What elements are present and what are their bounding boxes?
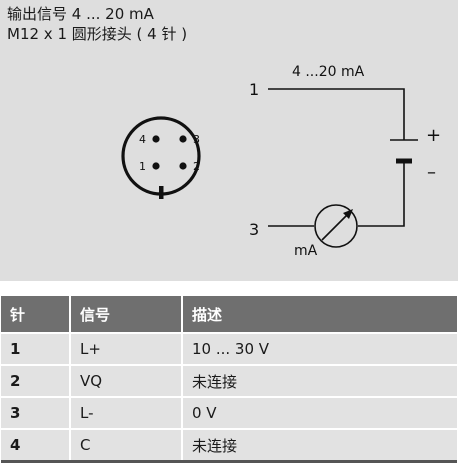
wire-top bbox=[268, 88, 405, 140]
description-cell: 未连接 bbox=[181, 364, 457, 397]
terminal-3-label: 3 bbox=[249, 220, 259, 239]
minus-label: – bbox=[427, 162, 436, 183]
pin-1-label: 1 bbox=[139, 160, 146, 173]
signal-cell: VQ bbox=[69, 364, 182, 397]
description-cell: 0 V bbox=[181, 396, 457, 429]
signal-cell: L+ bbox=[69, 332, 182, 365]
signal-cell: C bbox=[69, 428, 182, 463]
table-row: 3 L- 0 V bbox=[1, 396, 457, 429]
pin-3-label: 3 bbox=[193, 133, 200, 146]
table-header-row: 针 信号 描述 bbox=[1, 296, 457, 333]
table-row: 1 L+ 10 ... 30 V bbox=[1, 332, 457, 365]
meter-unit-label: mA bbox=[294, 243, 318, 259]
plus-label: + bbox=[426, 125, 441, 146]
pin-assignment-table: 针 信号 描述 1 L+ 10 ... 30 V 2 VQ 未连接 3 L- 0… bbox=[1, 296, 457, 463]
pin-2-label: 2 bbox=[193, 160, 200, 173]
connector-type-title: M12 x 1 圆形接头 ( 4 针 ) bbox=[7, 25, 188, 43]
pin-cell: 3 bbox=[1, 396, 70, 429]
pin-3-dot bbox=[179, 135, 187, 143]
pin-cell: 2 bbox=[1, 364, 70, 397]
description-cell: 10 ... 30 V bbox=[181, 332, 457, 365]
pin-cell: 1 bbox=[1, 332, 70, 365]
m12-connector-icon: 4 3 1 2 bbox=[121, 116, 201, 199]
wire-bottom bbox=[358, 161, 405, 227]
header-pin: 针 bbox=[1, 296, 70, 333]
ammeter-icon bbox=[314, 204, 358, 248]
ammeter-circle bbox=[314, 204, 358, 248]
output-signal-title: 输出信号 4 ... 20 mA bbox=[7, 5, 154, 23]
description-cell: 未连接 bbox=[181, 428, 457, 463]
connector-body bbox=[121, 116, 201, 196]
terminal-1-label: 1 bbox=[249, 80, 259, 99]
pin-cell: 4 bbox=[1, 428, 70, 463]
pin-4-dot bbox=[152, 135, 160, 143]
signal-cell: L- bbox=[69, 396, 182, 429]
header-description: 描述 bbox=[181, 296, 457, 333]
table-row: 4 C 未连接 bbox=[1, 428, 457, 463]
circuit-diagram: 4 3 1 2 1 3 4 ...20 mA + – mA bbox=[121, 64, 441, 259]
wiring-diagram-panel: 输出信号 4 ... 20 mA M12 x 1 圆形接头 ( 4 针 ) 4 … bbox=[0, 0, 458, 281]
pin-4-label: 4 bbox=[139, 133, 146, 146]
table-row: 2 VQ 未连接 bbox=[1, 364, 457, 397]
pin-1-dot bbox=[152, 162, 160, 170]
current-range-label: 4 ...20 mA bbox=[292, 64, 365, 80]
pin-2-dot bbox=[179, 162, 187, 170]
ammeter-arrowhead bbox=[343, 209, 353, 219]
connector-key bbox=[159, 186, 164, 199]
header-signal: 信号 bbox=[69, 296, 182, 333]
